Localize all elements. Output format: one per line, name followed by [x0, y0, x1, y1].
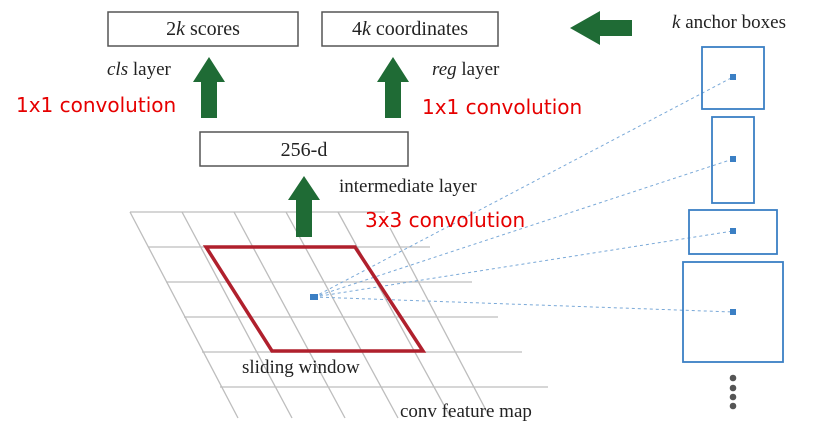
intermediate-box [199, 131, 409, 167]
anchor-box-tall [711, 116, 755, 204]
scores-box [107, 11, 299, 47]
scores-label: 2k scores [166, 18, 240, 40]
anchor-boxes [682, 46, 784, 363]
projection-line [313, 296, 734, 313]
sliding-window-label: sliding window [242, 357, 360, 378]
grid-line [337, 211, 452, 419]
coordinates-box [321, 11, 499, 47]
dot [729, 374, 737, 382]
reg-up-arrow [377, 57, 409, 118]
intermediate-convolution-note: 3x3 convolution [365, 208, 525, 232]
dot [729, 393, 737, 401]
anchor-center-point [730, 309, 736, 315]
feature-map-label: conv feature map [400, 401, 532, 422]
grid-line [129, 211, 239, 419]
anchor-center-point [730, 74, 736, 80]
anchor-center-point [730, 228, 736, 234]
anchor-left-arrow [570, 11, 632, 45]
arrows [193, 11, 632, 237]
reg-layer-label: reg layer [432, 59, 500, 80]
intermediate-up-arrow [288, 176, 320, 237]
intermediate-box-label: 256-d [281, 139, 328, 161]
dot [729, 402, 737, 410]
anchor-boxes-label: k anchor boxes [672, 12, 786, 33]
cls-layer-label: cls layer [107, 59, 172, 80]
window-center-point [310, 294, 318, 300]
coordinates-label: 4k coordinates [352, 18, 468, 40]
anchor-projection-lines [313, 76, 734, 313]
feature-map-grid [129, 211, 548, 419]
grid-line [181, 211, 293, 419]
intermediate-layer-label: intermediate layer [339, 176, 477, 197]
projection-line [313, 76, 734, 298]
projection-line [313, 158, 734, 298]
cls-up-arrow [193, 57, 225, 118]
reg-convolution-note: 1x1 convolution [422, 95, 582, 119]
anchor-box-large [682, 261, 784, 363]
anchor-center-point [730, 156, 736, 162]
cls-convolution-note: 1x1 convolution [16, 93, 176, 117]
ellipsis-dots [729, 374, 737, 410]
grid-line [389, 227, 488, 413]
sliding-window-box [202, 245, 427, 353]
dot [729, 384, 737, 392]
anchor-centers [730, 74, 736, 315]
anchor-box-wide [688, 209, 778, 255]
projection-line [313, 230, 734, 298]
anchor-box-square [701, 46, 765, 110]
